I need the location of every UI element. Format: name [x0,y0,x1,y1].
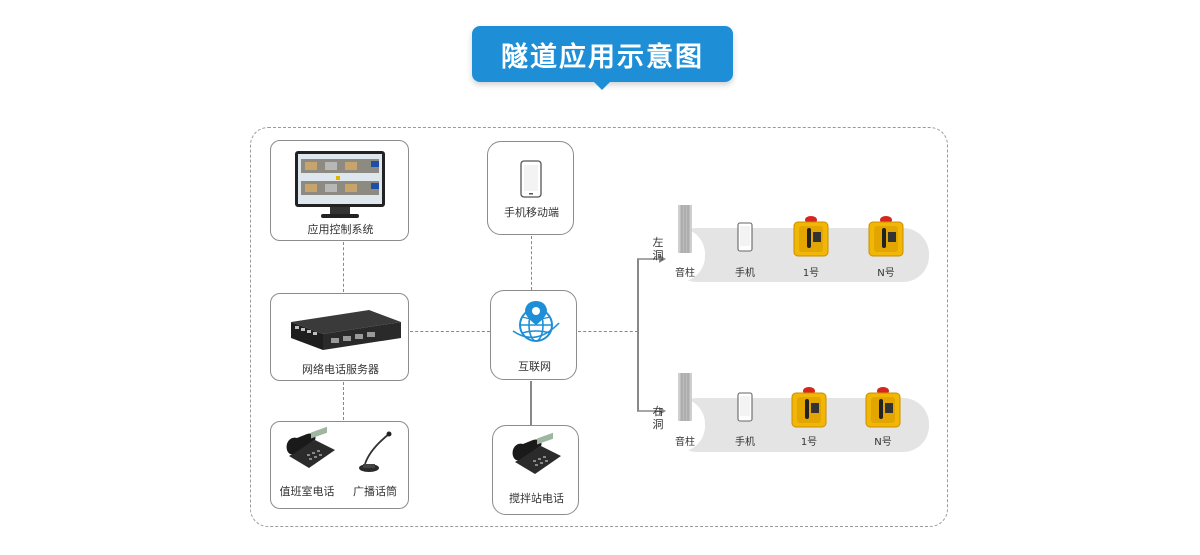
arrow-right-tunnel [637,407,666,415]
right-tunnel-device-label: N号 [874,437,892,448]
diagram-frame [250,127,948,527]
right-tunnel-device-label: 音柱 [675,437,695,448]
left-tunnel-device-label: 音柱 [675,268,695,279]
mixing-station-box: 搅拌站电话 [492,425,579,515]
connector-server-internet [410,331,490,332]
mixing-station-label: 搅拌站电话 [509,492,564,505]
duty-phones-box: 值班室电话 广播话筒 [270,421,409,509]
sound-column-icon [678,373,692,421]
left-tunnel-device-label: N号 [877,268,895,279]
sound-column-icon [678,205,692,253]
connector-internet-mixing [530,381,532,425]
internet-label: 互联网 [518,360,551,373]
desk-phone-icon [286,426,335,468]
right-tunnel-device-label: 手机 [735,437,755,448]
emergency-phone-icon [793,216,829,257]
internet-box: 互联网 [490,290,577,380]
left-tunnel-device-label: 1号 [802,268,820,279]
duty-phone-label: 值班室电话 [279,485,335,498]
server-box: 网络电话服务器 [270,293,409,381]
diagram-title: 隧道应用示意图 [472,26,733,90]
app-control-system-label: 应用控制系统 [307,223,374,236]
left-tunnel-label: 左洞 [652,236,664,262]
left-tunnel-device-label: 手机 [735,268,755,279]
desk-phone-icon [512,432,561,474]
mobile-box: 手机移动端 [487,141,574,235]
emergency-phone-icon [865,387,901,428]
smartphone-icon [737,392,753,422]
globe-location-icon [512,301,560,342]
smartphone-icon [737,222,753,252]
monitor-icon [295,151,385,218]
right-tunnel-label: 右洞 [652,405,664,431]
broadcast-mic-label: 广播话筒 [353,485,397,498]
mobile-label: 手机移动端 [504,206,559,219]
network-switch-icon [291,310,401,350]
smartphone-icon [520,160,542,198]
app-control-system-box: 应用控制系统 [270,140,409,241]
connector-internet-tunnels [578,331,638,332]
arrow-left-tunnel [637,255,666,263]
emergency-phone-icon [791,387,827,428]
microphone-icon [359,431,392,472]
connector-tunnel-trunk [637,259,639,411]
connector-server-phones [343,382,344,420]
server-label: 网络电话服务器 [302,363,379,376]
connector-mobile-internet [531,236,532,290]
emergency-phone-icon [868,216,904,257]
connector-control-server [343,242,344,292]
right-tunnel-device-label: 1号 [800,437,818,448]
